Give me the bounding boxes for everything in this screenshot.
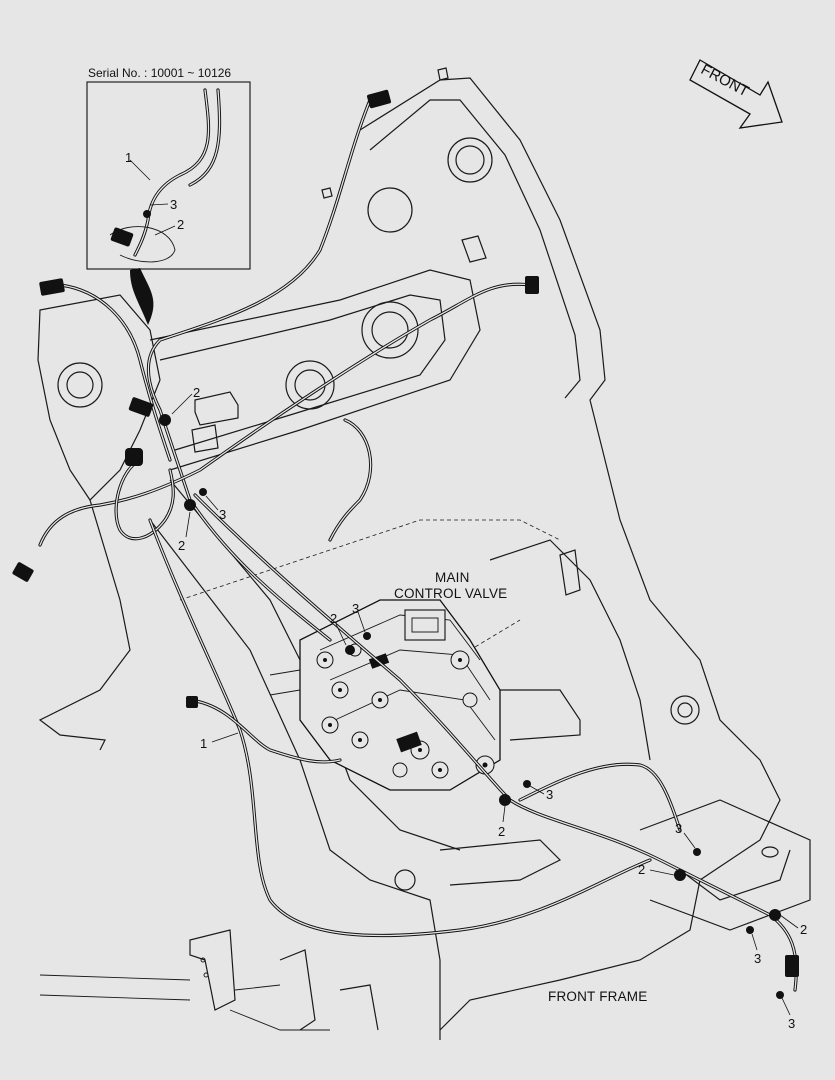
callout-2-valve: 2 — [330, 611, 337, 626]
callout-3-bottom: 3 — [788, 1016, 795, 1031]
callout-2-mid: 2 — [498, 824, 505, 839]
callout-3-right: 3 — [675, 821, 682, 836]
inset-serial-text: Serial No. : 10001 ~ 10126 — [88, 66, 231, 80]
inset-callout-1: 1 — [125, 150, 132, 165]
callout-3-left: 3 — [219, 507, 226, 522]
connectors — [12, 89, 799, 999]
main-control-valve-drawing — [269, 599, 501, 791]
main-valve-label-line1: MAIN — [435, 570, 470, 585]
callout-1: 1 — [200, 736, 207, 751]
serial-inset: Serial No. : 10001 ~ 10126 1 3 2 — [86, 66, 251, 325]
main-valve-label-line2: CONTROL VALVE — [394, 586, 507, 601]
callout-3-far-right: 3 — [754, 951, 761, 966]
inset-callout-3: 3 — [170, 197, 177, 212]
front-frame-structure — [37, 67, 811, 1040]
inset-callout-2: 2 — [177, 217, 184, 232]
callout-2-far-right: 2 — [800, 922, 807, 937]
callout-3-mid: 3 — [546, 787, 553, 802]
callout-3-valve: 3 — [352, 601, 359, 616]
callout-2-left: 2 — [178, 538, 185, 553]
callout-2-right: 2 — [638, 862, 645, 877]
front-arrow: FRONT — [689, 59, 783, 129]
callout-2-upper: 2 — [193, 385, 200, 400]
front-frame-label: FRONT FRAME — [548, 989, 647, 1004]
callouts: 2 2 3 3 2 1 3 2 3 2 2 3 3 — [171, 385, 807, 1031]
